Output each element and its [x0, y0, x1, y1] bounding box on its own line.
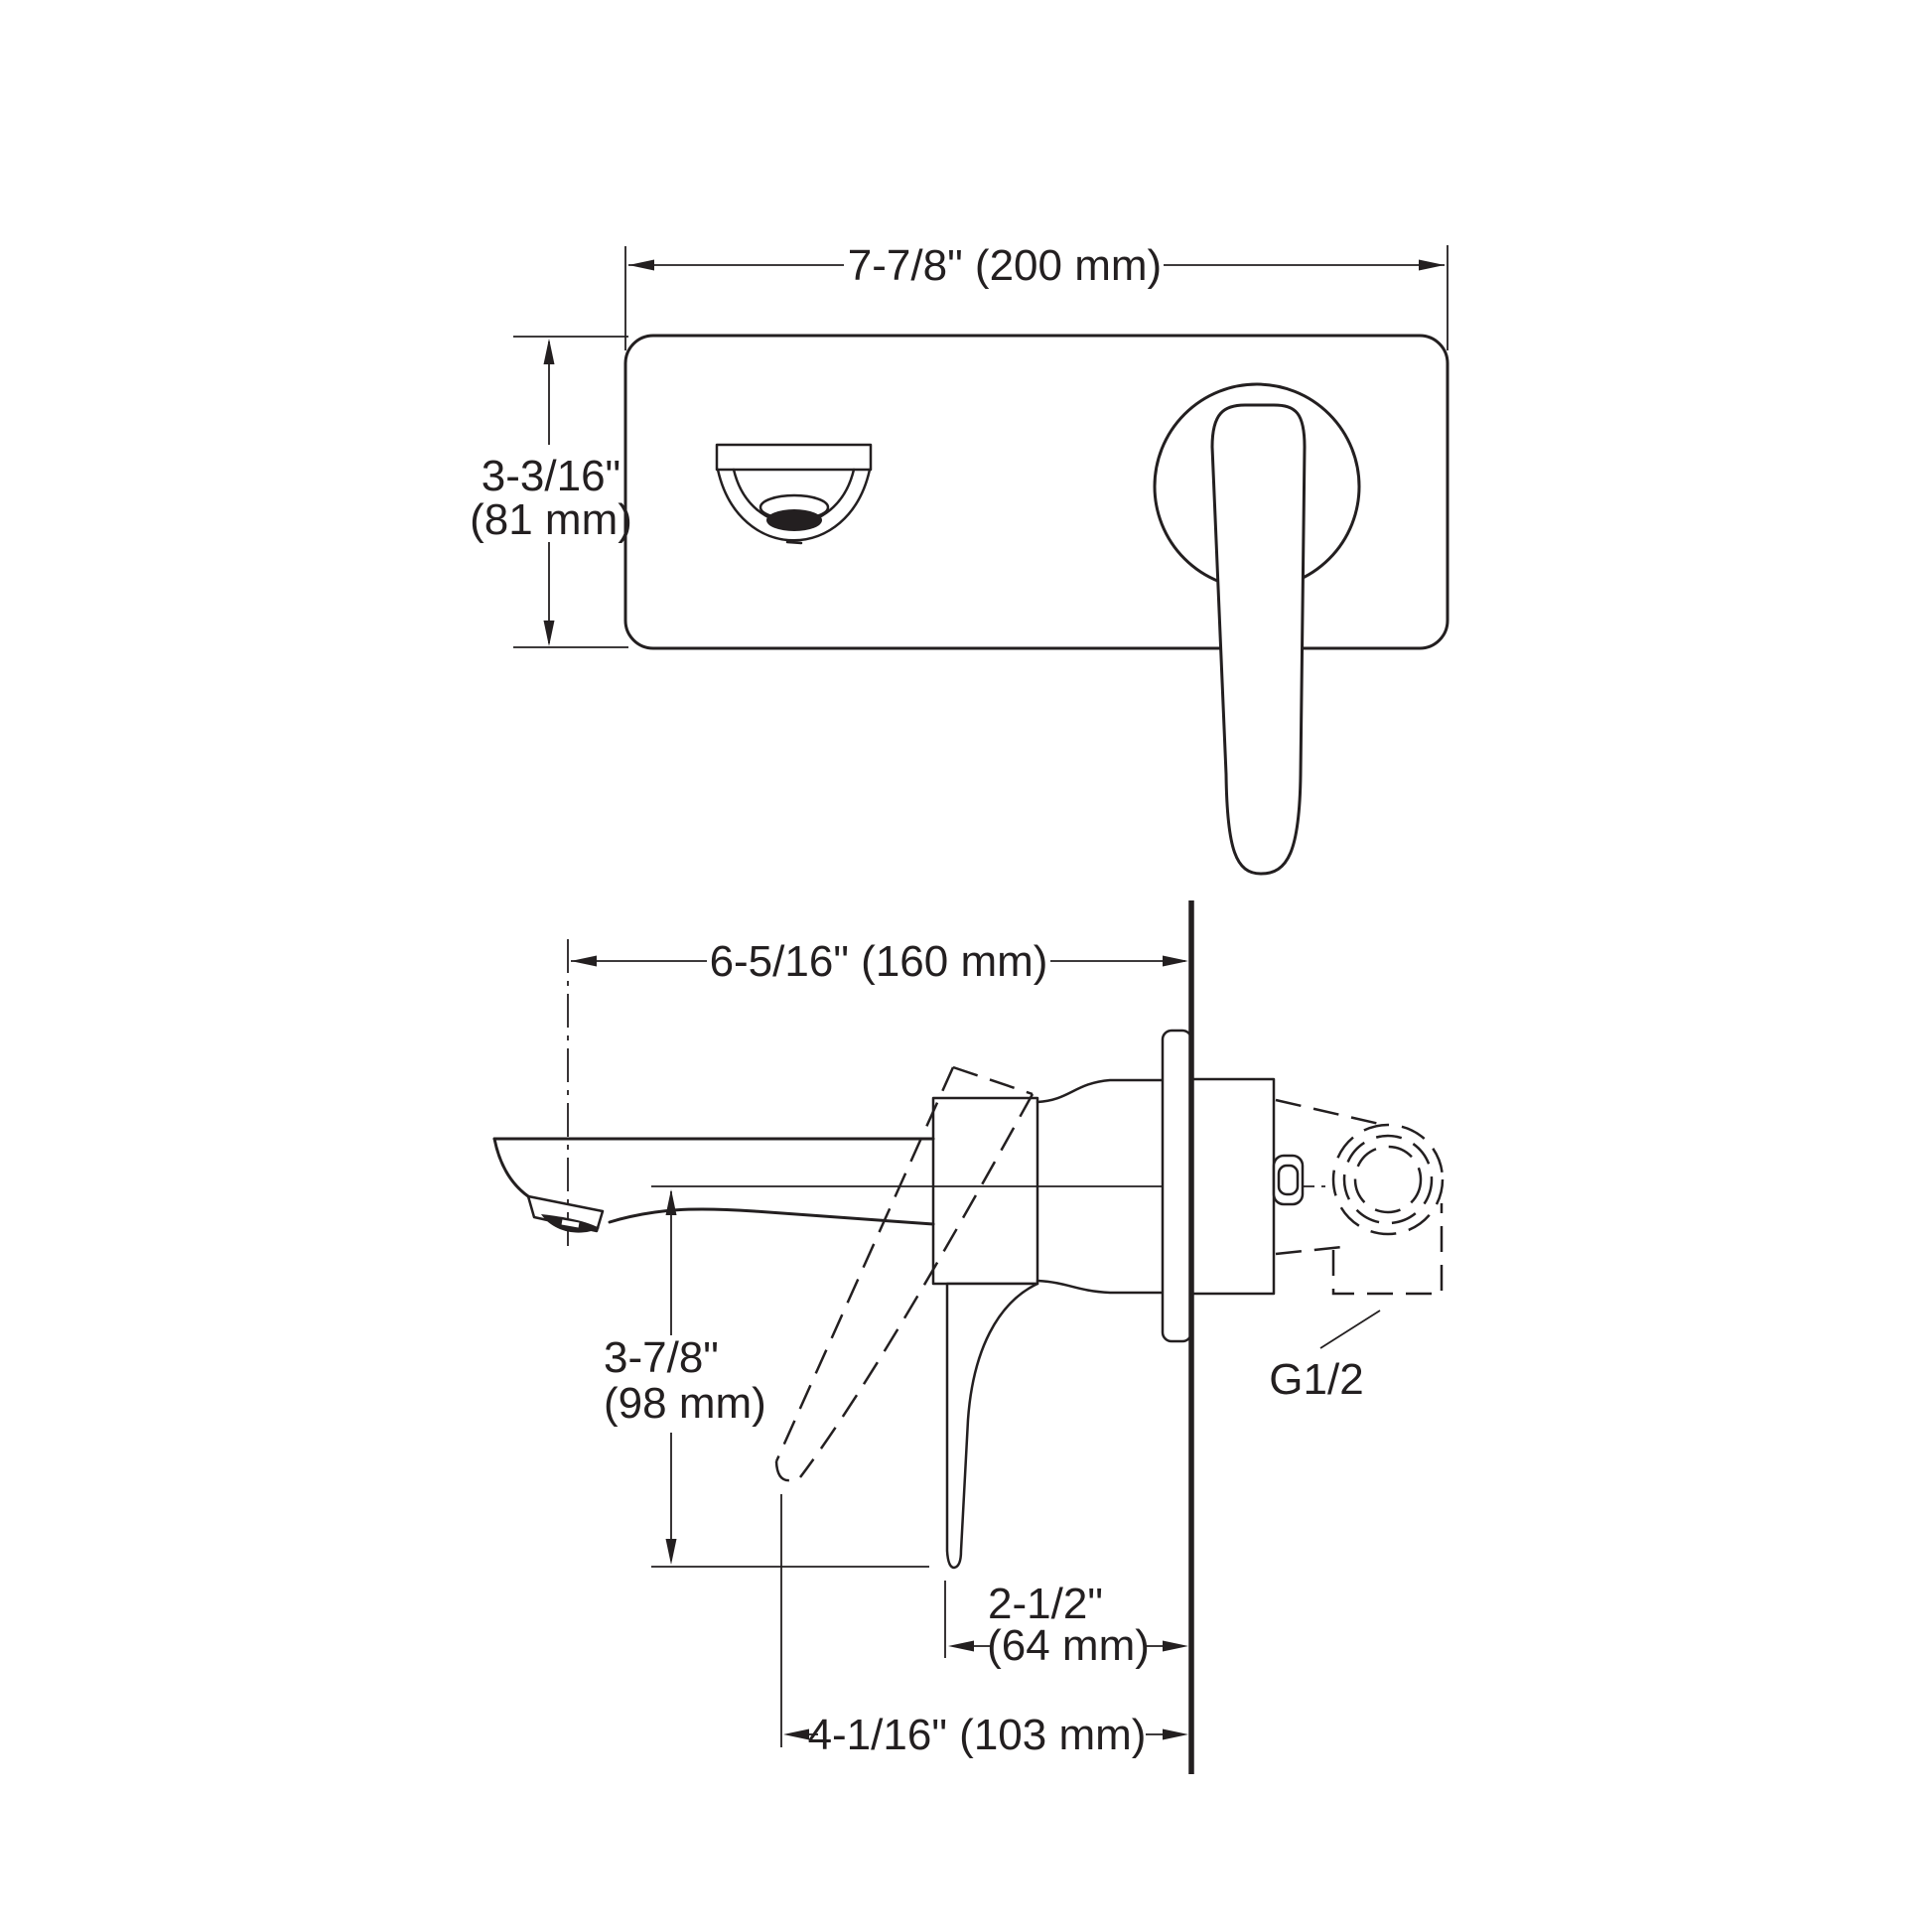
handle-lever-front: [1210, 403, 1307, 876]
inlet-block-dashed: [1331, 1203, 1444, 1296]
valve-rough-in-body: [1189, 1077, 1276, 1296]
arrowhead-left: [783, 1728, 809, 1740]
handle-dashed-edge-left: [774, 1066, 955, 1462]
handle-dashed-edge-right: [799, 1093, 1035, 1478]
arrowhead-left: [571, 955, 597, 967]
handle-front: [1153, 382, 1361, 876]
dim-text-handle-projection-1: 2-1/2": [988, 1580, 1103, 1628]
faceplate-outline: [623, 334, 1449, 650]
dim-text-spout-drop-2: (98 mm): [604, 1379, 766, 1428]
aerator-cap-side: [526, 1194, 605, 1233]
outlet-slot: [561, 1219, 580, 1228]
dim-text-spout-drop-1: 3-7/8": [604, 1333, 719, 1382]
aerator-opening: [766, 509, 822, 531]
side-view: G1/2 6-5/16" (160 mm) 3-7/8" (98 mm): [492, 900, 1445, 1774]
dim-faceplate-width: 7-7/8" (200 mm): [624, 241, 1449, 350]
spout-top-bar: [715, 443, 873, 472]
arrowhead-down: [543, 621, 555, 646]
g12-leader-line: [1319, 1310, 1381, 1349]
valve-neck-top: [1035, 1078, 1165, 1104]
dim-spout-reach: 6-5/16" (160 mm): [571, 937, 1188, 986]
dim-text-handle-length: 4-1/16" (103 mm): [808, 1711, 1147, 1759]
label-inlet-connection: G1/2: [1269, 1355, 1363, 1404]
dim-text-faceplate-height-2: (81 mm): [470, 495, 632, 544]
dim-spout-drop: 3-7/8" (98 mm): [604, 1189, 766, 1565]
arrowhead-left: [628, 259, 654, 271]
spout-side: [492, 1137, 935, 1233]
spout-bowl-outer: [716, 468, 872, 542]
arrowhead-right: [1419, 259, 1445, 271]
inlet-cone-top: [1275, 1098, 1389, 1128]
spout-front: [715, 443, 873, 545]
dim-text-handle-projection-2: (64 mm): [987, 1621, 1150, 1670]
spout-bottom-line: [608, 1207, 935, 1226]
arrowhead-right: [1163, 955, 1188, 967]
front-view: 7-7/8" (200 mm) 3-3/16" (81 mm): [470, 241, 1449, 876]
arrowhead-right: [1163, 1640, 1188, 1652]
handle-swing-dashed: [774, 1065, 1035, 1482]
dim-faceplate-height: 3-3/16" (81 mm): [470, 336, 632, 648]
dim-text-faceplate-width: 7-7/8" (200 mm): [848, 241, 1162, 290]
arrowhead-down: [665, 1539, 677, 1565]
outlet-port-inner: [1277, 1164, 1300, 1196]
handle-dashed-top: [952, 1065, 1034, 1096]
inlet-circle-middle: [1342, 1134, 1434, 1225]
handle-base-side: [931, 1096, 1039, 1286]
valve-neck-bottom: [1035, 1279, 1165, 1295]
arrowhead-up: [665, 1189, 677, 1215]
dim-handle-projection: 2-1/2" (64 mm): [944, 1580, 1188, 1670]
arrowhead-right: [1163, 1728, 1188, 1740]
handle-lever-side: [945, 1282, 1039, 1570]
spout-tip-curve: [492, 1137, 530, 1198]
dim-text-faceplate-height-1: 3-3/16": [482, 452, 621, 500]
dim-handle-length: 4-1/16" (103 mm): [780, 1494, 1188, 1759]
aerator-tick: [785, 540, 803, 545]
handle-dashed-tip: [774, 1460, 801, 1482]
inlet-connection-dashed: G1/2: [1269, 1098, 1445, 1404]
trim-ring-side: [1161, 1029, 1193, 1343]
dim-text-spout-reach: 6-5/16" (160 mm): [710, 937, 1048, 986]
inlet-cone-bottom: [1275, 1245, 1343, 1256]
arrowhead-left: [948, 1640, 974, 1652]
valve-and-handle-side: [931, 1029, 1305, 1570]
inlet-circle-inner: [1353, 1145, 1423, 1214]
inlet-circle-outer: [1331, 1123, 1445, 1236]
arrowhead-up: [543, 339, 555, 364]
